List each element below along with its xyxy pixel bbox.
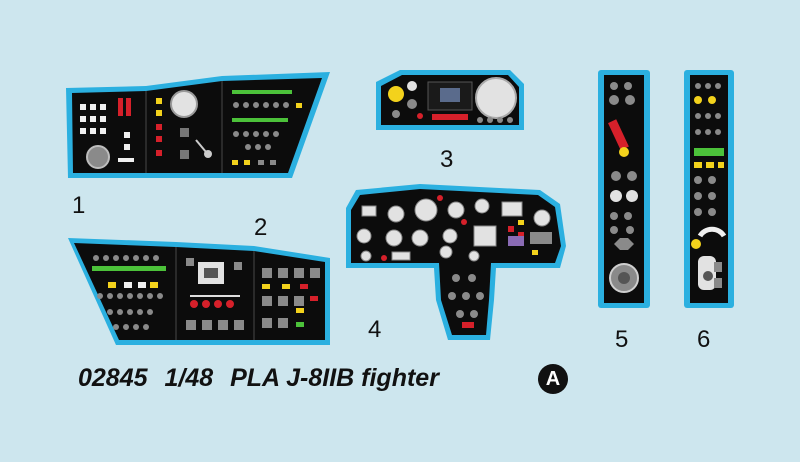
panel-6-green-strip: [694, 148, 724, 156]
panel-1-red-switch-a: [118, 98, 123, 116]
panel-1-toggle: [204, 150, 212, 158]
panel-2-green-strip: [92, 266, 166, 271]
panel-6-arc-indicator: [697, 226, 727, 238]
panel-1-gauge: [170, 90, 198, 118]
panel-3-large-gauge: [475, 77, 517, 119]
panel-1-switch-bank: [80, 104, 134, 162]
part-number-6: 6: [697, 326, 711, 353]
panel-5-red-lever: [608, 119, 629, 151]
scale-label: 1/48: [164, 364, 214, 392]
decal-part-4: [346, 184, 566, 340]
decal-part-1: [66, 72, 330, 178]
panel-1-green-strip: [232, 90, 292, 94]
part-number-4: 4: [368, 316, 382, 343]
part-number-1: 1: [72, 192, 86, 219]
panel-4-gauge-a: [387, 205, 405, 223]
panel-2-red-knobs: [190, 300, 234, 308]
sheet-caption: 02845 1/48 PLA J-8IIB fighter: [78, 364, 449, 393]
decal-part-5: [598, 70, 650, 308]
part-number-3: 3: [440, 146, 454, 173]
decal-part-6: [684, 70, 734, 308]
panel-2-button-grid: [262, 268, 320, 328]
panel-3-screen: [440, 88, 460, 102]
sheet-letter-badge: A: [538, 364, 568, 394]
panel-4-purple-block: [508, 236, 524, 246]
part-number-5: 5: [615, 326, 629, 353]
panel-3-yellow-gauge: [388, 86, 404, 102]
part-number-2: 2: [254, 214, 268, 241]
panel-4-attitude-indicator: [414, 198, 438, 222]
panel-1-red-switch-b: [126, 98, 131, 116]
decal-part-3: [376, 70, 524, 130]
decal-part-2: [68, 238, 330, 345]
model-title: PLA J-8IIB fighter: [230, 364, 439, 392]
panel-1-rotary-knob: [86, 145, 110, 169]
panel-3-red-strip: [432, 114, 468, 120]
product-code: 02845: [78, 364, 148, 392]
